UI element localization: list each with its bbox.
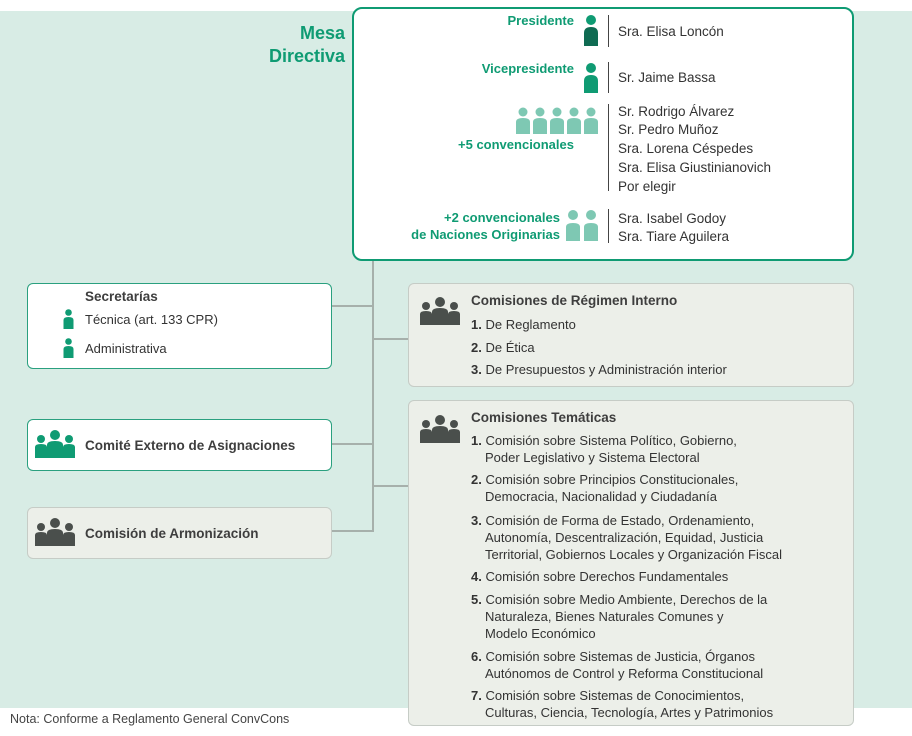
secretaria-administrativa: Administrativa (85, 341, 167, 356)
convencional-name: Sra. Lorena Céspedes (618, 141, 754, 156)
group-icon (420, 297, 460, 325)
group-icon (35, 430, 75, 458)
connector-tematicas (373, 485, 408, 487)
connector-main-vertical (372, 261, 374, 531)
originarias-divider (608, 209, 609, 243)
secretarias-title: Secretarías (85, 289, 158, 304)
tematica-item: 3. Comisión de Forma de Estado, Ordenami… (471, 513, 782, 562)
comite-label: Comité Externo de Asignaciones (85, 438, 296, 453)
tematica-item: 1. Comisión sobre Sistema Político, Gobi… (471, 433, 737, 465)
secretaria-tecnica: Técnica (art. 133 CPR) (85, 312, 218, 327)
connector-regimen (373, 338, 408, 340)
group-icon (420, 415, 460, 443)
secretarias-box (27, 283, 332, 369)
regimen-item: 1. De Reglamento (471, 317, 576, 332)
person-icon (63, 309, 74, 329)
five-people-icon (516, 107, 598, 134)
tematica-item: 5. Comisión sobre Medio Ambiente, Derech… (471, 592, 768, 641)
tematicas-title: Comisiones Temáticas (471, 410, 617, 425)
originaria-name: Sra. Tiare Aguilera (618, 229, 730, 244)
tematica-item: 2. Comisión sobre Principios Constitucio… (471, 472, 739, 504)
convencionales-label: +5 convencionales (458, 137, 574, 152)
connector-secretarias (332, 305, 373, 307)
connector-comite (332, 443, 373, 445)
tematicas-box (408, 400, 854, 726)
person-icon (584, 63, 598, 93)
two-people-icon (566, 210, 598, 241)
tematica-item: 6. Comisión sobre Sistemas de Justicia, … (471, 649, 764, 681)
person-icon (63, 338, 74, 358)
vicepresidente-label: Vicepresidente (481, 61, 574, 76)
convencional-name: Por elegir (618, 179, 676, 194)
mesa-directiva-box (352, 7, 854, 261)
footnote: Nota: Conforme a Reglamento General Conv… (10, 712, 290, 726)
regimen-title: Comisiones de Régimen Interno (471, 293, 678, 308)
convencional-name: Sr. Pedro Muñoz (618, 122, 719, 137)
armonizacion-label: Comisión de Armonización (85, 526, 259, 541)
presidente-divider (608, 15, 609, 47)
tematica-item: 4. Comisión sobre Derechos Fundamentales (471, 569, 729, 584)
convencionales-divider (608, 104, 609, 191)
connector-armonizacion (332, 530, 374, 532)
regimen-box (408, 283, 854, 387)
presidente-label: Presidente (507, 13, 574, 28)
regimen-item: 2. De Ética (471, 340, 535, 355)
mesa-directiva-title: Mesa Directiva (268, 23, 345, 66)
convencional-name: Sr. Rodrigo Álvarez (618, 104, 735, 119)
originarias-label: +2 convencionales de Naciones Originaria… (411, 210, 560, 242)
person-icon (584, 15, 598, 46)
regimen-item: 3. De Presupuestos y Administración inte… (471, 362, 727, 377)
convencional-name: Sra. Elisa Giustinianovich (618, 160, 772, 175)
group-icon (35, 518, 75, 546)
tematica-item: 7. Comisión sobre Sistemas de Conocimien… (471, 688, 774, 720)
originaria-name: Sra. Isabel Godoy (618, 211, 727, 226)
armonizacion-box (27, 507, 332, 559)
comite-box (27, 419, 332, 471)
presidente-name: Sra. Elisa Loncón (618, 24, 724, 39)
vicepresidente-name: Sr. Jaime Bassa (618, 70, 716, 85)
vicepresidente-divider (608, 62, 609, 93)
